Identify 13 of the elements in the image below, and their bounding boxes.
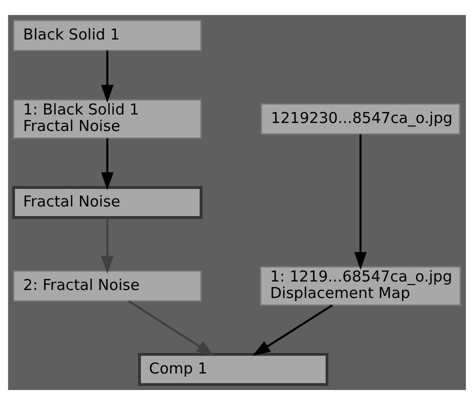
arrow: [101, 50, 114, 103]
arrow: [101, 218, 114, 274]
node-box: 1: Black Solid 1 Fractal Noise: [12, 99, 202, 139]
node-box: 1219230...8547ca_o.jpg: [260, 103, 460, 135]
node-box: Comp 1: [138, 353, 328, 386]
node-box: Fractal Noise: [12, 186, 202, 219]
arrow: [354, 134, 367, 270]
arrow: [252, 304, 333, 356]
node-box: 1: 1219...68547ca_o.jpg Displacement Map: [260, 266, 462, 306]
node-box: Black Solid 1: [12, 20, 202, 52]
arrow: [128, 300, 214, 356]
node-box: 2: Fractal Noise: [12, 270, 202, 302]
arrow: [101, 138, 114, 190]
